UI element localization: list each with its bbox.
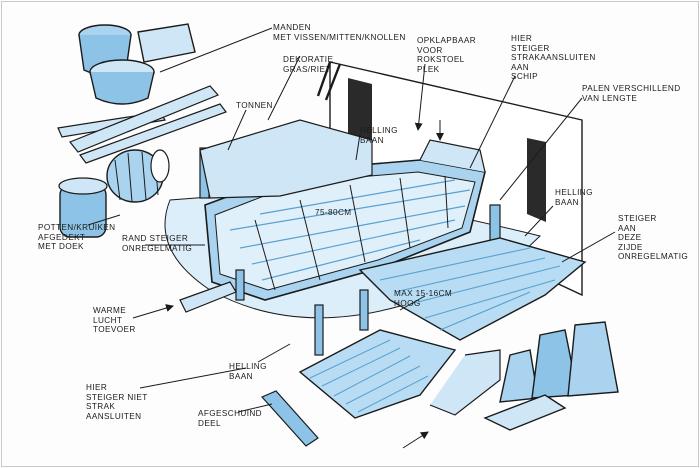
label-rand-steiger: RAND STEIGER ONREGELMATIG — [122, 234, 193, 253]
right-jetty — [358, 237, 587, 341]
label-steiger-aan: STEIGER AAN DEZE ZIJDE ONREGELMATIG — [618, 214, 689, 262]
label-dekoratie: DEKORATIE GRAS/RIET — [283, 55, 334, 74]
loose-planks — [57, 85, 227, 164]
label-helling-baan-top: HELLING BAAN — [360, 126, 398, 145]
label-helling-baan-right: HELLING BAAN — [555, 188, 593, 207]
label-potten: POTTEN/KRUIKEN AFGEDEKT MET DOEK — [38, 223, 116, 252]
beveled-piece — [260, 390, 319, 447]
label-hier-steiger: HIER STEIGER STRAKAANSLUITEN AAN SCHIP — [511, 34, 596, 82]
leader-lines — [87, 27, 616, 449]
front-ramp — [298, 329, 501, 419]
label-opklapbaar: OPKLAPBAAR VOOR ROKSTOEL PLEK — [417, 36, 477, 74]
label-height-mid: 75-80CM — [315, 208, 352, 217]
label-warme-lucht: WARME LUCHT TOEVOER — [93, 306, 136, 335]
label-palen: PALEN VERSCHILLEND VAN LENGTE — [582, 84, 681, 103]
barrel — [106, 149, 170, 203]
label-max-hoog: MAX 15-16CM HOOG — [394, 289, 453, 308]
baskets — [78, 23, 196, 105]
sacks — [483, 321, 619, 431]
label-manden: MANDEN MET VISSEN/MITTEN/KNOLLEN — [273, 23, 406, 42]
plank-left — [179, 281, 237, 313]
label-hier-steiger-niet: HIER STEIGER NIET STRAK AANSLUITEN — [86, 383, 148, 421]
clay-pot — [58, 177, 108, 238]
label-tonnen: TONNEN — [236, 101, 273, 110]
label-afgeschuind: AFGESCHUIND DEEL — [198, 409, 262, 428]
label-helling-baan-bottom: HELLING BAAN — [229, 362, 267, 381]
back-platform — [199, 119, 373, 199]
